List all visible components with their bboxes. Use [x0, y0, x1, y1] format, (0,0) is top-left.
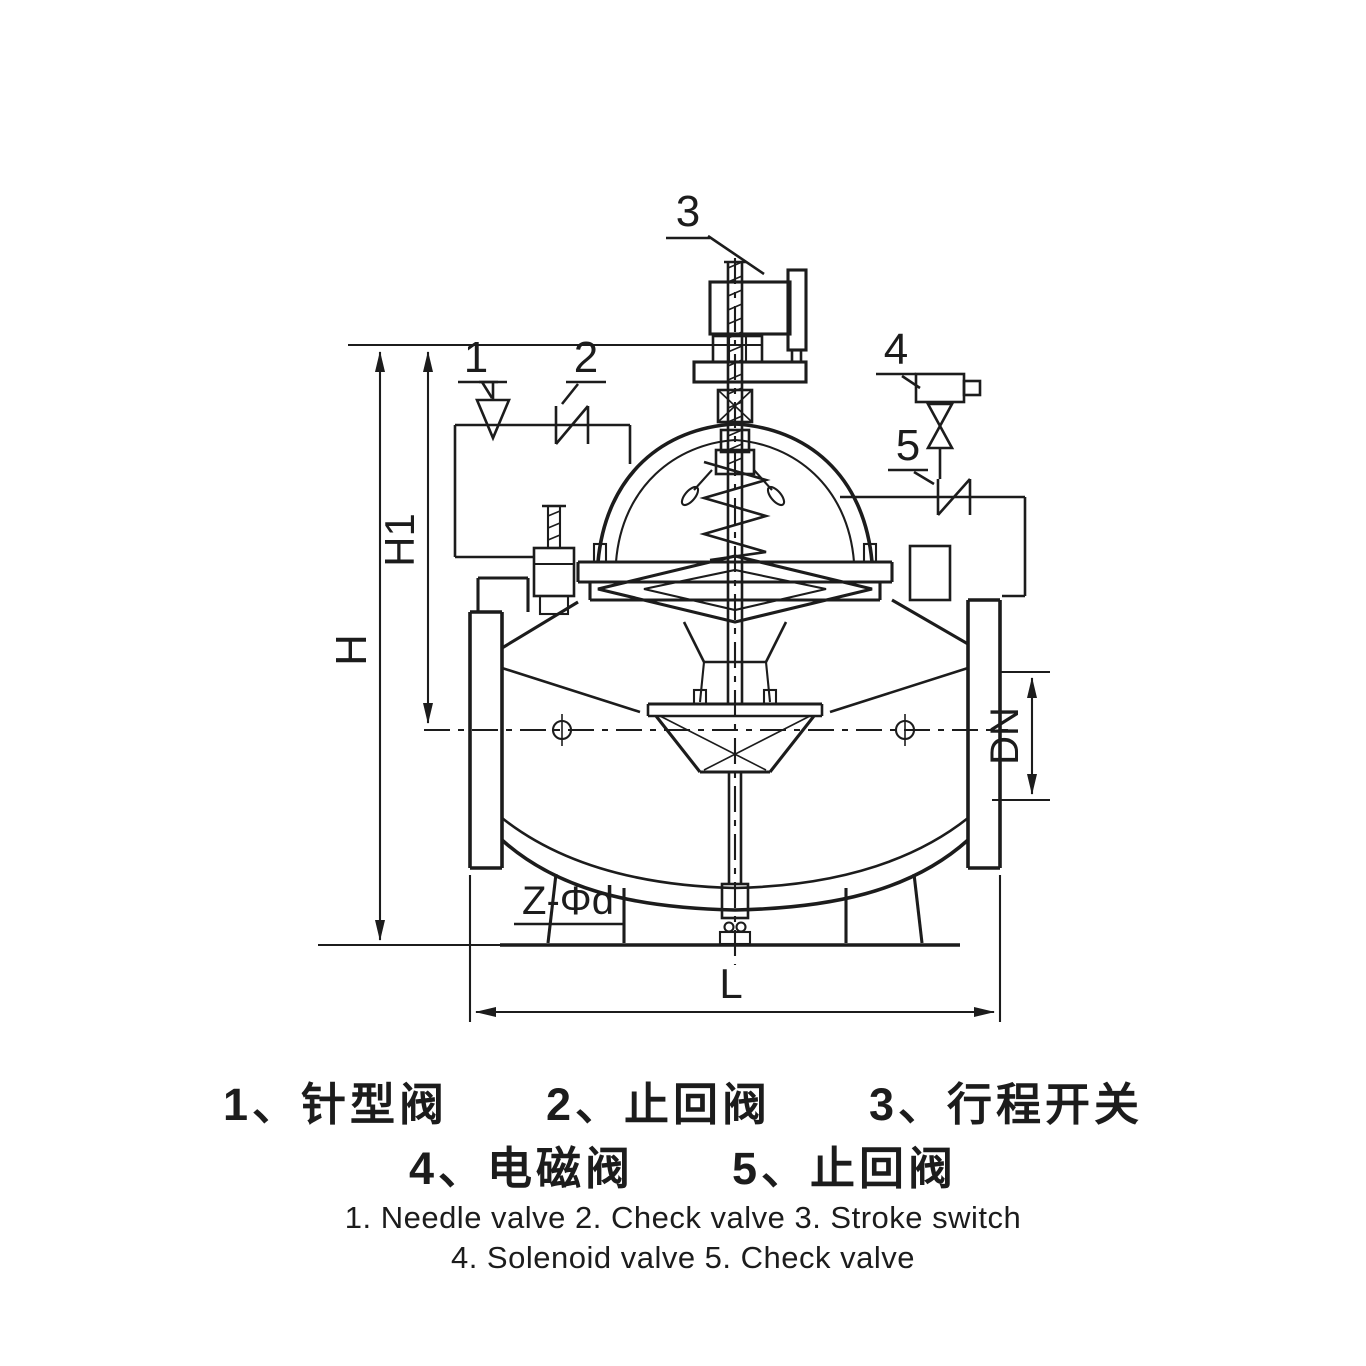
legend-english-line1: 1. Needle valve 2. Check valve 3. Stroke… — [344, 1200, 1022, 1235]
diaphragm-plates — [597, 554, 873, 703]
callout-1-label: 1 — [464, 333, 488, 382]
stroke-switch — [692, 268, 808, 454]
valve-body — [468, 544, 1002, 947]
dimension-h: H — [327, 351, 385, 941]
dimension-h-label: H — [327, 634, 376, 666]
callout-5: 5 — [888, 421, 935, 486]
center-lines — [424, 258, 1008, 965]
pilot-piping-left — [453, 423, 632, 559]
callout-3: 3 — [666, 187, 765, 276]
callout-3-label: 3 — [676, 187, 700, 236]
legend-chinese-line2: 4、电磁阀 5、止回阀 — [408, 1143, 958, 1194]
dimension-dn: DN — [983, 670, 1050, 802]
callout-4: 4 — [876, 325, 921, 390]
check-valve-2-symbol — [554, 405, 590, 445]
z-phi-d-label: Z-Φd — [522, 879, 614, 923]
callout-5-label: 5 — [896, 421, 920, 470]
pilot-fitting — [532, 504, 576, 616]
check-valve-5-symbol — [936, 478, 972, 516]
needle-valve-symbol — [475, 380, 511, 442]
legend-english-line2: 4. Solenoid valve 5. Check valve — [450, 1240, 916, 1275]
callout-2-label: 2 — [574, 333, 598, 382]
callout-1: 1 — [458, 333, 498, 399]
bolt-circle-label: Z-Φd — [514, 879, 624, 926]
pilot-piping-right — [840, 448, 1027, 598]
callout-2: 2 — [560, 333, 606, 405]
dimension-l: L — [468, 875, 1002, 1022]
solenoid-valve-symbol — [914, 372, 982, 450]
dimension-h1: H1 — [376, 351, 433, 724]
dimension-l-label: L — [719, 960, 742, 1007]
legend-chinese-line1: 1、针型阀 2、止回阀 3、行程开关 — [222, 1079, 1144, 1130]
spring — [699, 460, 771, 562]
diaphragm-chamber — [592, 422, 878, 564]
callout-4-label: 4 — [884, 325, 908, 374]
dimension-h1-label: H1 — [376, 513, 423, 567]
dimension-dn-label: DN — [983, 707, 1027, 765]
